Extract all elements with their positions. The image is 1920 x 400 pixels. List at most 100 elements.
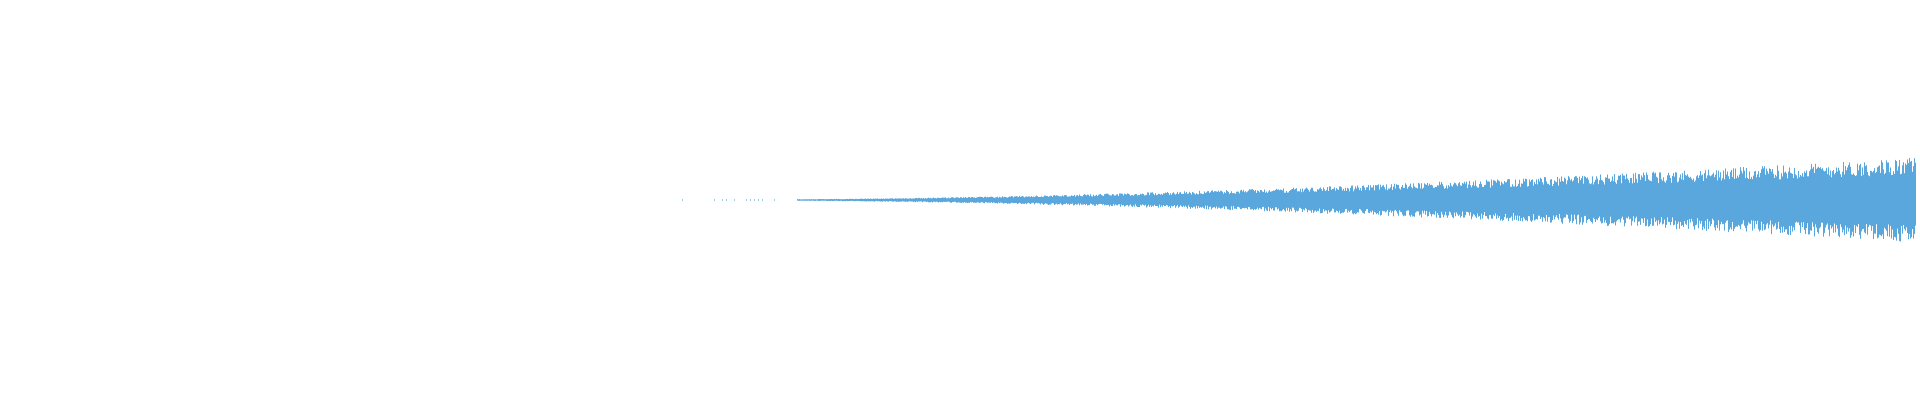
waveform-sample (1449, 186, 1450, 212)
waveform-sample (1156, 195, 1157, 207)
waveform-sample (1153, 193, 1154, 207)
waveform-sample (930, 197, 931, 203)
waveform-sample (840, 199, 841, 201)
waveform-sample (1495, 181, 1496, 214)
waveform-sample (1632, 183, 1633, 222)
waveform-sample (1302, 188, 1303, 212)
waveform-sample (1680, 174, 1681, 222)
waveform-sample (1246, 192, 1247, 209)
waveform-sample (1858, 170, 1859, 224)
waveform-sample (1524, 181, 1525, 219)
waveform-sample (1426, 184, 1427, 211)
waveform-sample (1768, 173, 1769, 229)
waveform-sample (1349, 191, 1350, 213)
waveform-sample (1662, 180, 1663, 225)
waveform-sample (1202, 194, 1203, 207)
waveform-sample (1730, 171, 1731, 228)
waveform-sample (847, 198, 848, 202)
waveform-sample (1198, 194, 1199, 207)
waveform-sample (1805, 172, 1806, 235)
waveform-sample (1784, 172, 1785, 232)
waveform-sample (1597, 178, 1598, 221)
waveform-sample (1901, 173, 1902, 227)
waveform-sample (1353, 191, 1354, 215)
waveform-sample (1625, 179, 1626, 224)
waveform-sample (1093, 194, 1094, 205)
waveform-sample (984, 196, 985, 204)
waveform-sample (812, 199, 813, 201)
waveform-sample (1605, 177, 1606, 221)
waveform-sample (1668, 172, 1669, 222)
waveform-sample (1416, 187, 1417, 212)
waveform-sample (971, 196, 972, 203)
waveform-sample (1714, 177, 1715, 228)
waveform-sample (952, 197, 953, 203)
waveform-sample (1355, 186, 1356, 215)
waveform-sample (1792, 173, 1793, 232)
waveform-sample (1076, 195, 1077, 205)
waveform-sample (1101, 195, 1102, 204)
waveform-sample (1490, 187, 1491, 216)
waveform-sample (1411, 187, 1412, 215)
waveform-sample (818, 199, 819, 201)
waveform-sample (1505, 182, 1506, 214)
waveform-sample (1831, 177, 1832, 229)
waveform-sample (1745, 178, 1746, 229)
waveform-sample (726, 199, 727, 201)
waveform-sample (1256, 192, 1257, 210)
waveform-sample (1350, 187, 1351, 211)
waveform-sample (1312, 187, 1313, 210)
waveform-sample (1584, 176, 1585, 217)
waveform-sample (938, 197, 939, 203)
waveform-sample (1834, 174, 1835, 224)
waveform-sample (1765, 174, 1766, 230)
waveform-sample (1788, 171, 1789, 235)
waveform-sample (1869, 176, 1870, 225)
waveform-sample (1100, 194, 1101, 204)
waveform-sample (1865, 166, 1866, 234)
waveform-sample (1295, 188, 1296, 213)
waveform-sample (1277, 189, 1278, 210)
waveform-sample (803, 199, 804, 201)
waveform-sample (969, 197, 970, 204)
waveform-sample (1154, 195, 1155, 205)
waveform-sample (1814, 173, 1815, 237)
waveform-sample (1368, 184, 1369, 213)
waveform-sample (1602, 180, 1603, 224)
waveform-sample (1905, 163, 1906, 231)
waveform-sample (904, 198, 905, 202)
waveform-sample (1855, 176, 1856, 234)
waveform-sample (1164, 193, 1165, 207)
waveform-sample (1249, 189, 1250, 208)
waveform-sample (1130, 195, 1131, 205)
waveform-sample (1638, 173, 1639, 222)
waveform-sample (889, 198, 890, 202)
waveform-sample (1762, 166, 1763, 231)
waveform-sample (1442, 184, 1443, 215)
waveform-sample (1108, 194, 1109, 205)
waveform-sample (1828, 167, 1829, 230)
waveform-sample (1097, 196, 1098, 206)
waveform-sample (829, 199, 830, 201)
waveform-sample (1915, 162, 1916, 226)
waveform-sample (1766, 168, 1767, 225)
waveform-sample (1558, 185, 1559, 220)
waveform-sample (994, 197, 995, 203)
waveform-sample (1142, 193, 1143, 205)
waveform-sample (1576, 176, 1577, 225)
waveform-sample (955, 197, 956, 202)
waveform-sample (1157, 194, 1158, 206)
waveform-sample (1801, 176, 1802, 223)
waveform-sample (864, 198, 865, 202)
waveform-sample (953, 197, 954, 202)
waveform-sample (800, 199, 801, 201)
waveform-sample (861, 198, 862, 202)
waveform-sample (1899, 160, 1900, 242)
waveform-sample (980, 196, 981, 203)
waveform-sample (1230, 192, 1231, 211)
waveform-sample (1504, 180, 1505, 217)
waveform-sample (1645, 180, 1646, 227)
waveform-sample (1204, 191, 1205, 209)
waveform-sample (1725, 168, 1726, 223)
waveform-sample (750, 199, 751, 201)
